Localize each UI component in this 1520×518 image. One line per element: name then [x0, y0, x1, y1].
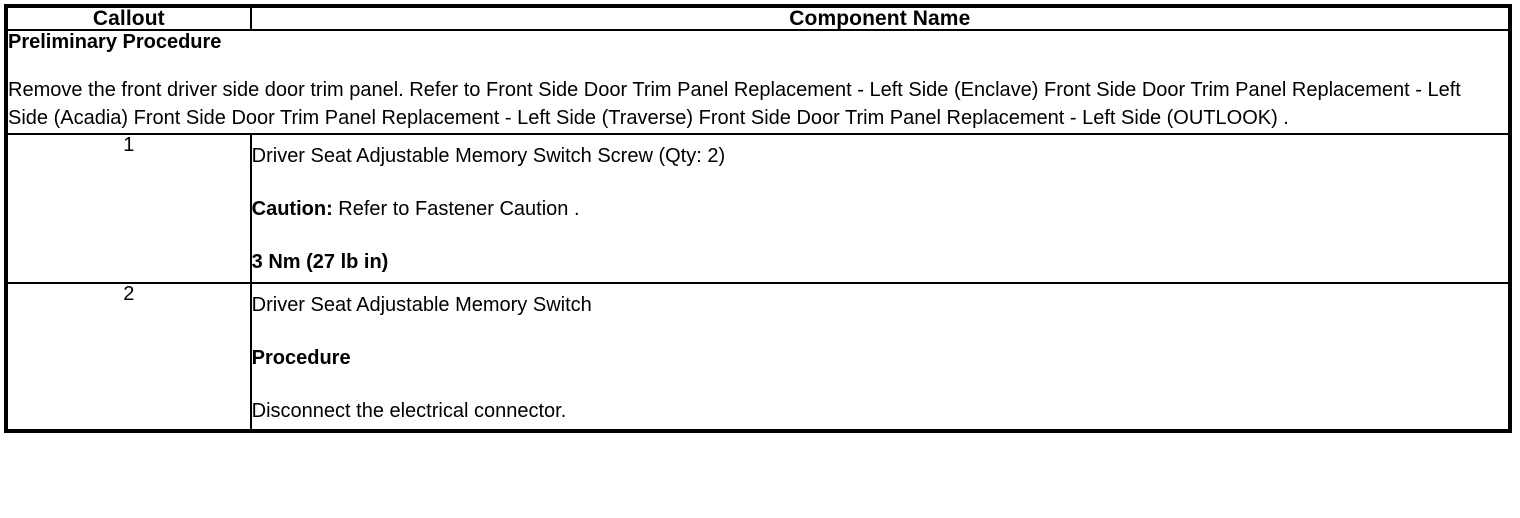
component-name-1: Driver Seat Adjustable Memory Switch Scr… — [251, 144, 726, 167]
torque-specification-1: 3 Nm (27 lb in) — [251, 250, 389, 273]
component-name-2: Driver Seat Adjustable Memory Switch — [251, 293, 592, 316]
component-cell-2: Driver Seat Adjustable Memory Switch Pro… — [249, 281, 1512, 432]
preliminary-procedure-row: Preliminary Procedure Remove the front d… — [5, 29, 1511, 135]
caution-note-1: Caution: Refer to Fastener Caution . — [252, 197, 1508, 221]
preliminary-procedure-title: Preliminary Procedure — [8, 31, 222, 53]
caution-text: Refer to Fastener Caution . — [332, 197, 580, 220]
table-header: Callout Component Name — [5, 5, 1512, 31]
preliminary-procedure-cell: Preliminary Procedure Remove the front d… — [5, 29, 1511, 135]
preliminary-procedure-body: Remove the front driver side door trim p… — [8, 79, 1461, 130]
procedure-label-2: Procedure — [251, 346, 351, 369]
procedure-step-2: Disconnect the electrical connector. — [251, 399, 567, 422]
header-row: Callout Component Name — [5, 5, 1512, 31]
table-body: Preliminary Procedure Remove the front d… — [5, 29, 1512, 432]
column-header-callout: Callout — [5, 5, 252, 31]
column-header-component-name: Component Name — [249, 5, 1512, 31]
table-row: 1 Driver Seat Adjustable Memory Switch S… — [5, 132, 1512, 284]
table-row: 2 Driver Seat Adjustable Memory Switch P… — [5, 281, 1512, 432]
callout-number-2: 2 — [5, 281, 252, 432]
component-cell-1: Driver Seat Adjustable Memory Switch Scr… — [249, 132, 1512, 284]
caution-label: Caution: — [251, 197, 333, 220]
component-callout-table: Callout Component Name Preliminary Proce… — [4, 4, 1512, 433]
callout-number-1: 1 — [5, 132, 252, 284]
